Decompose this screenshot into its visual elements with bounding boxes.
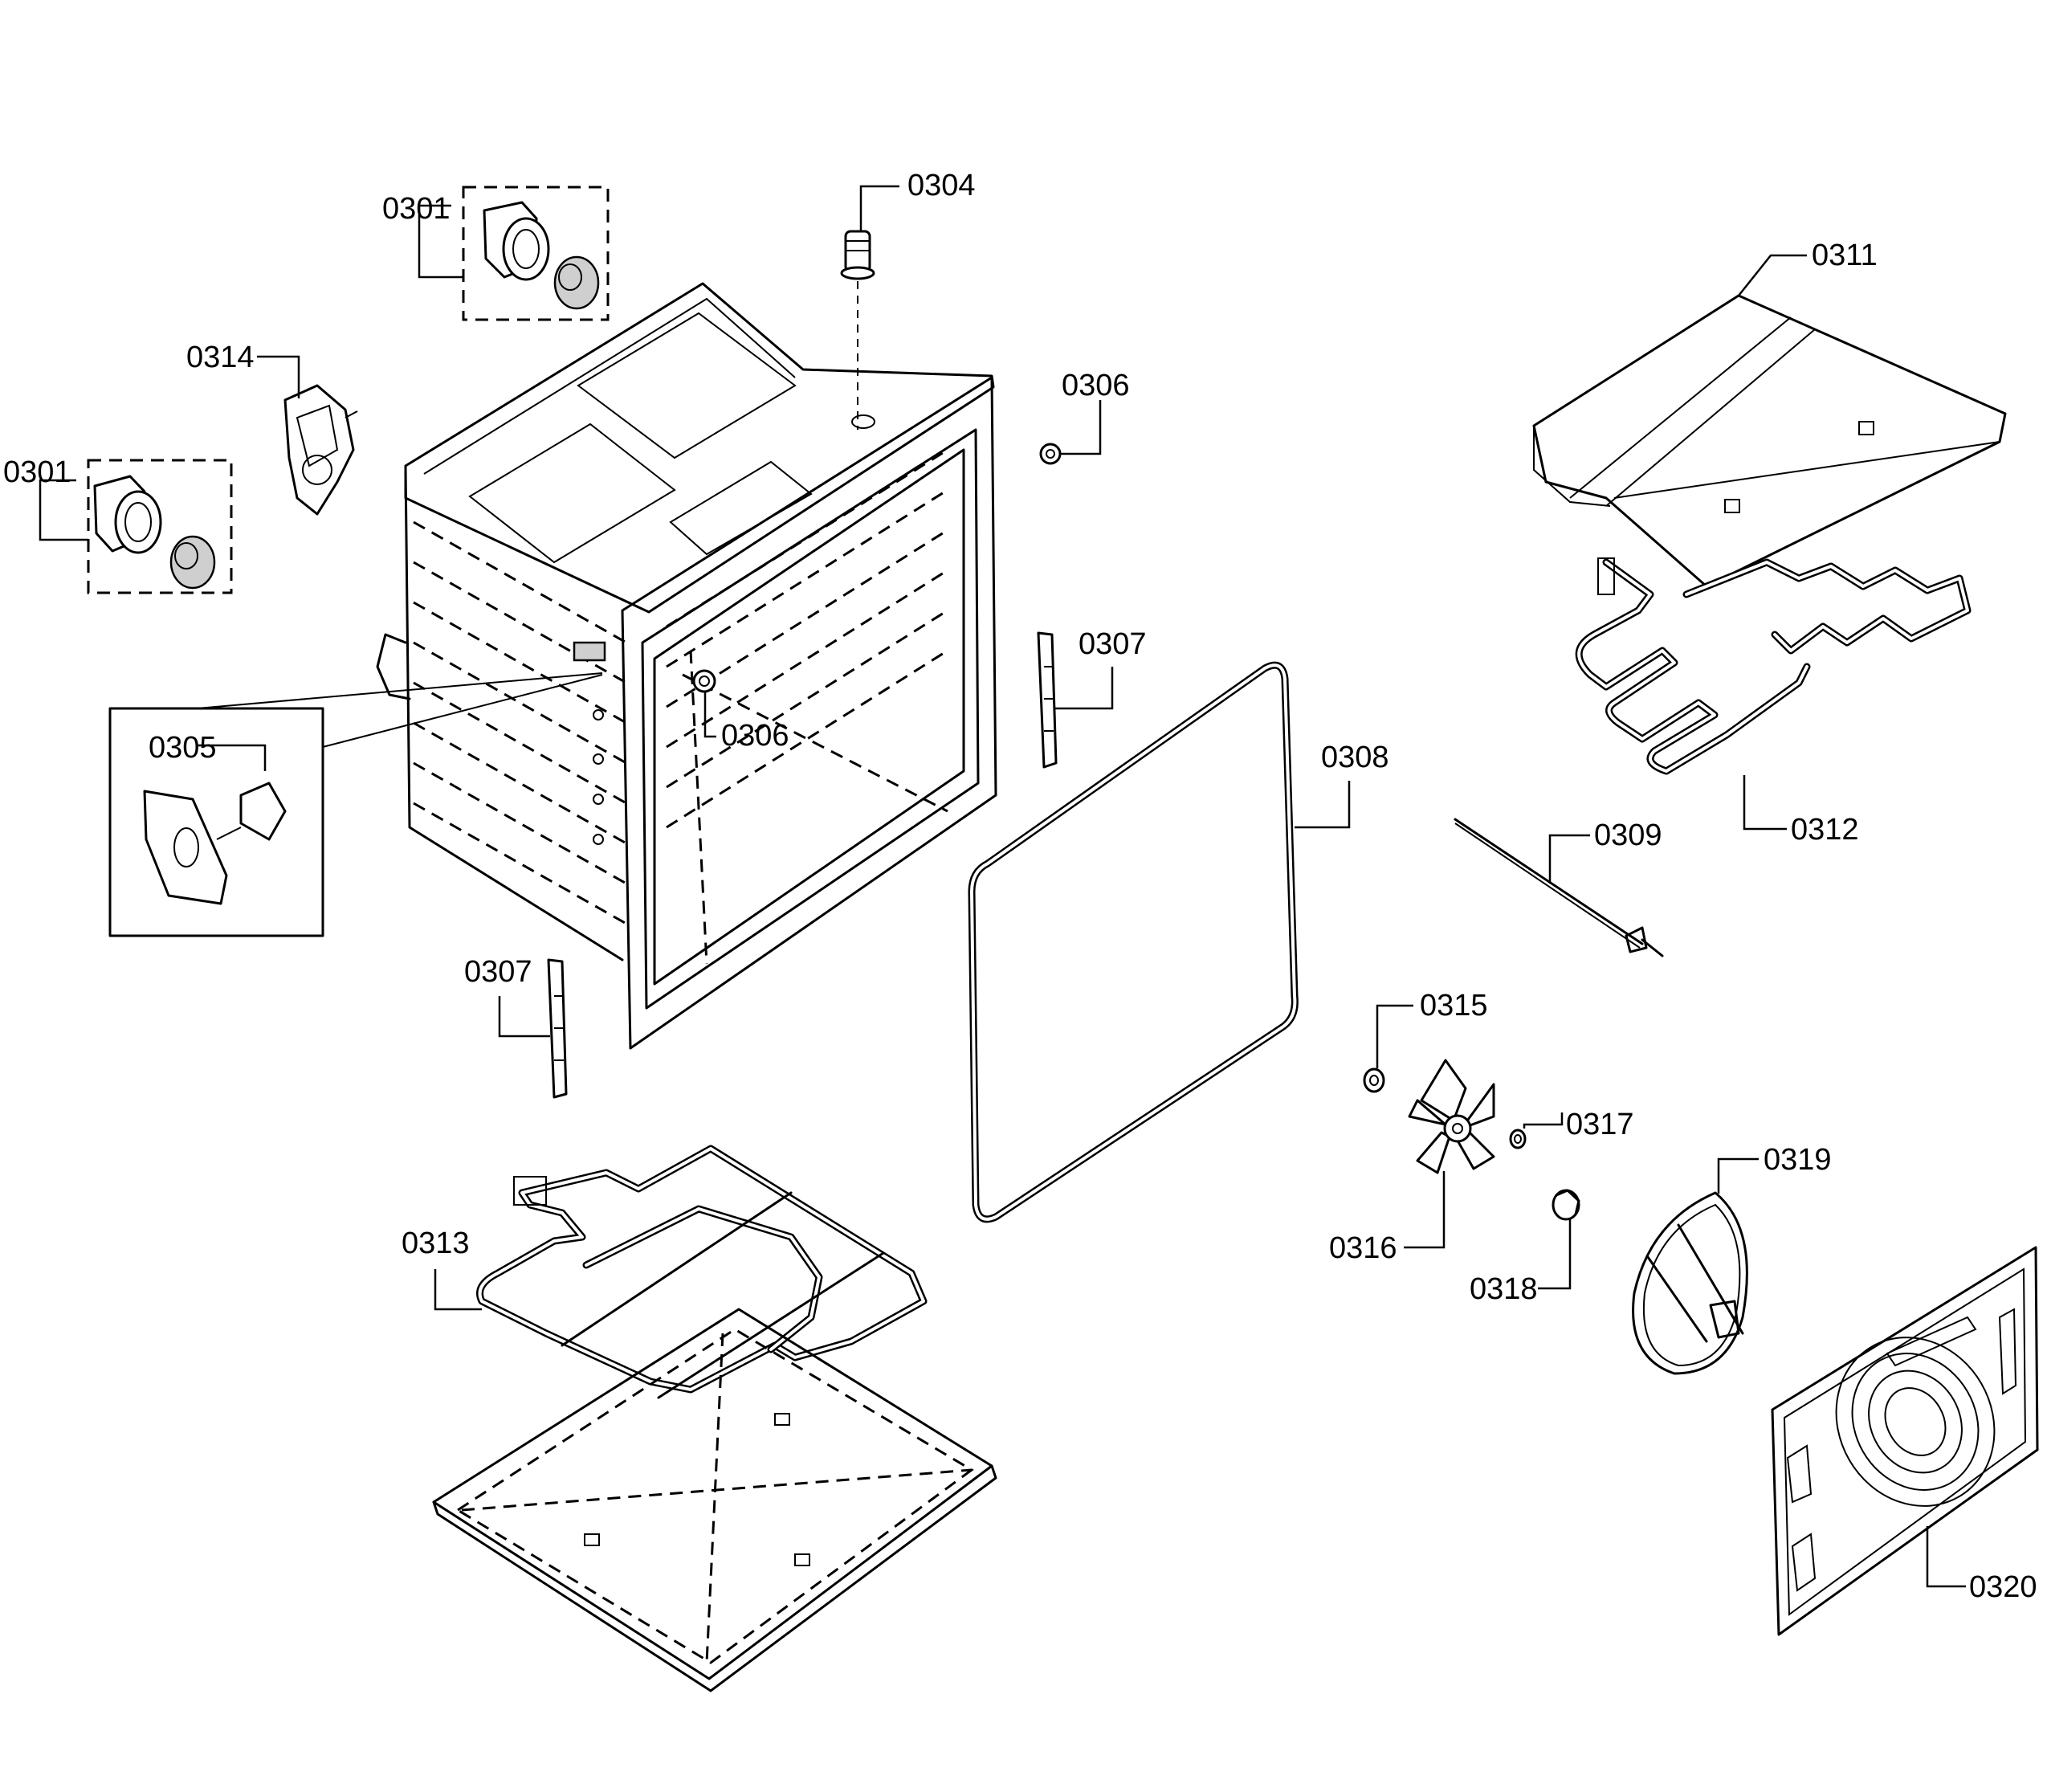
label-0306-lower: 0306 — [721, 719, 789, 753]
label-0320: 0320 — [1969, 1570, 2037, 1604]
cavity-side-rails — [413, 520, 627, 925]
part-0314-fan-motor — [257, 355, 358, 516]
cavity-inner-rails — [666, 448, 948, 829]
part-0318-cap — [1538, 1189, 1580, 1290]
part-0312-broil-element — [1575, 557, 1972, 831]
label-0312: 0312 — [1791, 813, 1859, 847]
label-0301-top: 0301 — [382, 192, 451, 226]
part-oven-cavity — [376, 282, 997, 1050]
label-0314: 0314 — [186, 341, 255, 374]
label-0315: 0315 — [1420, 989, 1488, 1023]
part-0306-plug-upper — [1039, 400, 1102, 465]
label-0316: 0316 — [1329, 1231, 1397, 1265]
label-0308: 0308 — [1321, 741, 1389, 774]
part-0305-lamp-cover-inset — [108, 641, 606, 937]
part-0307-rack-support-left — [498, 958, 568, 1099]
label-0307-right: 0307 — [1079, 627, 1147, 661]
label-0319: 0319 — [1764, 1143, 1832, 1177]
label-0313: 0313 — [402, 1227, 470, 1260]
part-0306-plug-lower — [692, 669, 716, 738]
label-0301-left: 0301 — [3, 455, 71, 489]
label-0305: 0305 — [149, 731, 217, 765]
part-0313-bake-element — [432, 1145, 997, 1692]
label-0311: 0311 — [1812, 239, 1878, 272]
part-0308-door-gasket — [968, 661, 1351, 1223]
label-0309: 0309 — [1594, 818, 1662, 852]
part-0319-fan-frame — [1632, 1157, 1759, 1375]
part-0320-rear-panel — [1771, 1246, 2039, 1636]
part-0301-lamp-assembly-top — [418, 186, 610, 321]
label-0304: 0304 — [907, 169, 976, 202]
part-0315-washer — [1363, 1004, 1413, 1093]
part-0301-lamp-assembly-left — [39, 459, 233, 594]
label-0306-upper: 0306 — [1062, 369, 1130, 402]
label-0317: 0317 — [1566, 1108, 1634, 1141]
part-0316-convection-fan-blade — [1404, 1059, 1495, 1249]
part-labels: 0301 0301 0304 0305 0306 0306 0307 0307 … — [3, 169, 2037, 1604]
label-0318: 0318 — [1470, 1272, 1538, 1306]
part-0311-top-cover — [1532, 254, 2007, 588]
part-0304-lamp-socket — [840, 185, 899, 430]
part-0309-temperature-sensor — [1454, 818, 1664, 957]
label-0307-left: 0307 — [464, 955, 532, 989]
part-0307-rack-support-right — [1037, 631, 1114, 769]
part-0317-nut — [1509, 1112, 1564, 1149]
